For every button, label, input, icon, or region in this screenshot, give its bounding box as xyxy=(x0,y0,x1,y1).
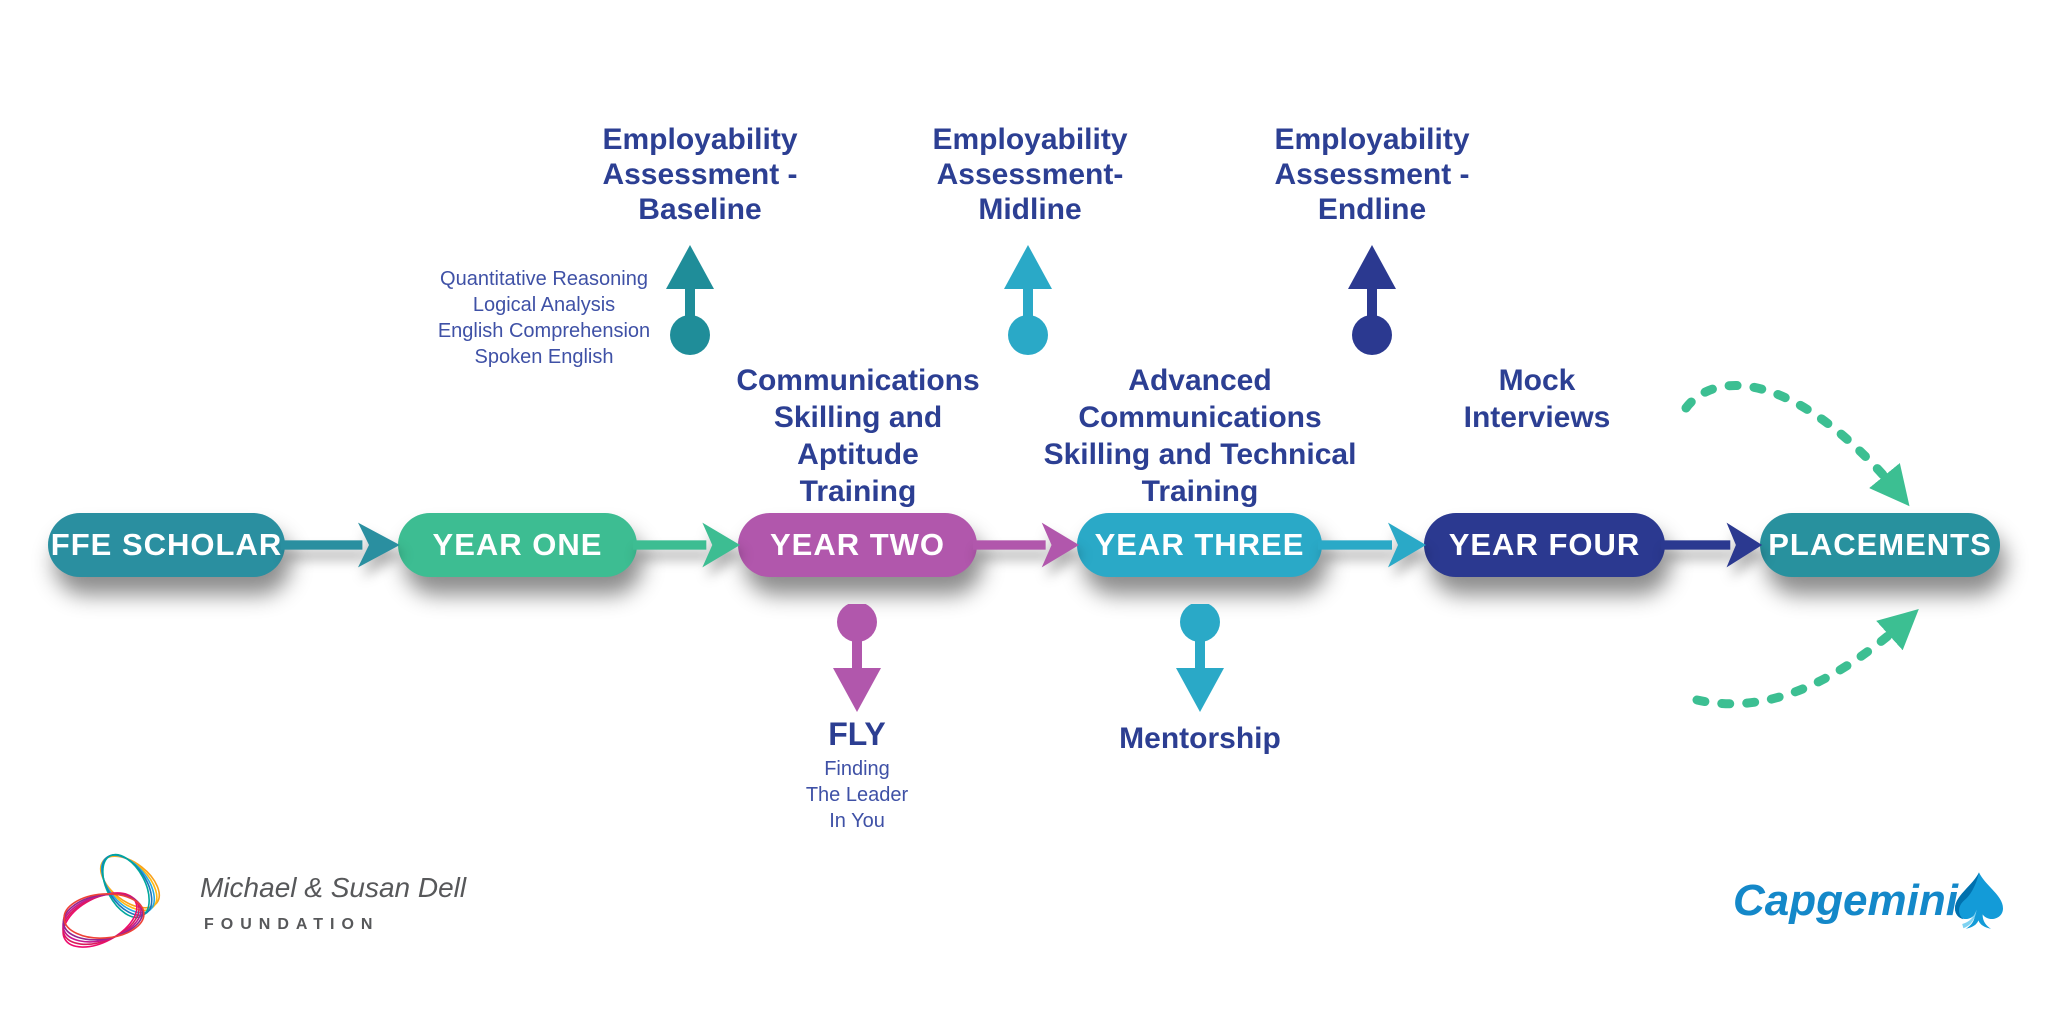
stage-pill-label: YEAR TWO xyxy=(769,527,946,562)
training-title-line: Communications xyxy=(736,364,980,397)
stage-pill-year-four: YEAR FOUR xyxy=(1424,513,1665,577)
fly-subtitle-line: In You xyxy=(829,810,885,832)
baseline-skill-item: Logical Analysis xyxy=(472,294,616,316)
up-arrow-midline-icon xyxy=(1004,245,1052,355)
baseline-skill-item: Quantitative Reasoning xyxy=(440,268,648,290)
dashed-curved-arrows-icon xyxy=(1681,381,1919,709)
assessment-title-line: Endline xyxy=(1317,193,1427,226)
training-title-line: Training xyxy=(799,475,917,508)
arrow-right-cyan-icon xyxy=(1318,522,1426,568)
assessment-title-line: Assessment - xyxy=(602,158,798,191)
arrow-right-navy-icon xyxy=(1661,522,1763,568)
assessment-midline-title: Employability Assessment- Midline xyxy=(870,122,1190,227)
assessment-title-line: Employability xyxy=(1274,123,1470,156)
training-title-line: Aptitude xyxy=(797,438,919,471)
upper-dashed-arc xyxy=(1681,381,1910,507)
assessment-title-line: Employability xyxy=(932,123,1128,156)
assessment-title-line: Midline xyxy=(978,193,1082,226)
fly-title: FLY xyxy=(828,716,886,752)
msdf-logo: Michael & Susan Dell FOUNDATION xyxy=(52,838,532,978)
mentorship-label: Mentorship xyxy=(1119,722,1281,755)
training-advanced-title: Advanced Communications Skilling and Tec… xyxy=(1010,362,1390,510)
capgemini-logo: Capgemini xyxy=(1733,868,2023,958)
fly-subtitle: Finding The Leader In You xyxy=(727,756,987,834)
stage-pill-ffe-scholar: FFE SCHOLAR xyxy=(48,513,285,577)
stage-pill-year-three: YEAR THREE xyxy=(1077,513,1322,577)
capgemini-logo-name: Capgemini xyxy=(1733,876,1958,925)
training-title-line: Interviews xyxy=(1463,401,1611,434)
down-arrow-mentorship-icon xyxy=(1176,604,1224,712)
assessment-title-line: Assessment- xyxy=(936,158,1124,191)
baseline-skills-list: Quantitative Reasoning Logical Analysis … xyxy=(414,266,674,370)
stage-pill-placements: PLACEMENTS xyxy=(1760,513,2000,577)
arrow-right-teal-icon xyxy=(281,522,400,568)
lower-dashed-arc xyxy=(1692,609,1919,709)
training-title-line: Mock xyxy=(1498,364,1576,397)
msdf-logo-name: Michael & Susan Dell xyxy=(200,872,467,903)
assessment-title-line: Assessment - xyxy=(1274,158,1470,191)
assessment-title-line: Employability xyxy=(602,123,798,156)
baseline-skill-item: English Comprehension xyxy=(437,320,651,342)
stage-pill-label: FFE SCHOLAR xyxy=(50,527,283,562)
assessment-baseline-title: Employability Assessment - Baseline xyxy=(540,122,860,227)
baseline-skill-item: Spoken English xyxy=(474,346,614,368)
msdf-logo-foundation: FOUNDATION xyxy=(204,916,380,933)
training-title-line: Advanced xyxy=(1128,364,1272,397)
fly-subtitle-line: The Leader xyxy=(805,784,909,806)
training-title-line: Communications xyxy=(1078,401,1322,434)
stage-pill-year-one: YEAR ONE xyxy=(398,513,637,577)
mock-interviews-title: Mock Interviews xyxy=(1387,362,1687,436)
training-communications-title: Communications Skilling and Aptitude Tra… xyxy=(668,362,1048,510)
training-title-line: Skilling and xyxy=(773,401,943,434)
up-arrow-baseline-icon xyxy=(666,245,714,355)
stage-pill-label: YEAR FOUR xyxy=(1448,527,1641,562)
down-arrow-fly-icon xyxy=(833,604,881,712)
stage-pill-label: YEAR ONE xyxy=(432,527,603,562)
stage-pill-label: PLACEMENTS xyxy=(1768,527,1992,562)
msdf-logo-mark-icon xyxy=(62,853,161,948)
stage-pill-label: YEAR THREE xyxy=(1094,527,1305,562)
capgemini-spade-icon xyxy=(1955,872,2003,929)
assessment-title-line: Baseline xyxy=(638,193,762,226)
training-title-line: Skilling and Technical xyxy=(1043,438,1357,471)
assessment-endline-title: Employability Assessment - Endline xyxy=(1212,122,1532,227)
stage-pill-year-two: YEAR TWO xyxy=(738,513,977,577)
up-arrow-endline-icon xyxy=(1348,245,1396,355)
arrow-right-purple-icon xyxy=(973,522,1080,568)
fly-subtitle-line: Finding xyxy=(824,758,890,780)
arrow-right-green-icon xyxy=(633,522,741,568)
training-title-line: Training xyxy=(1141,475,1259,508)
